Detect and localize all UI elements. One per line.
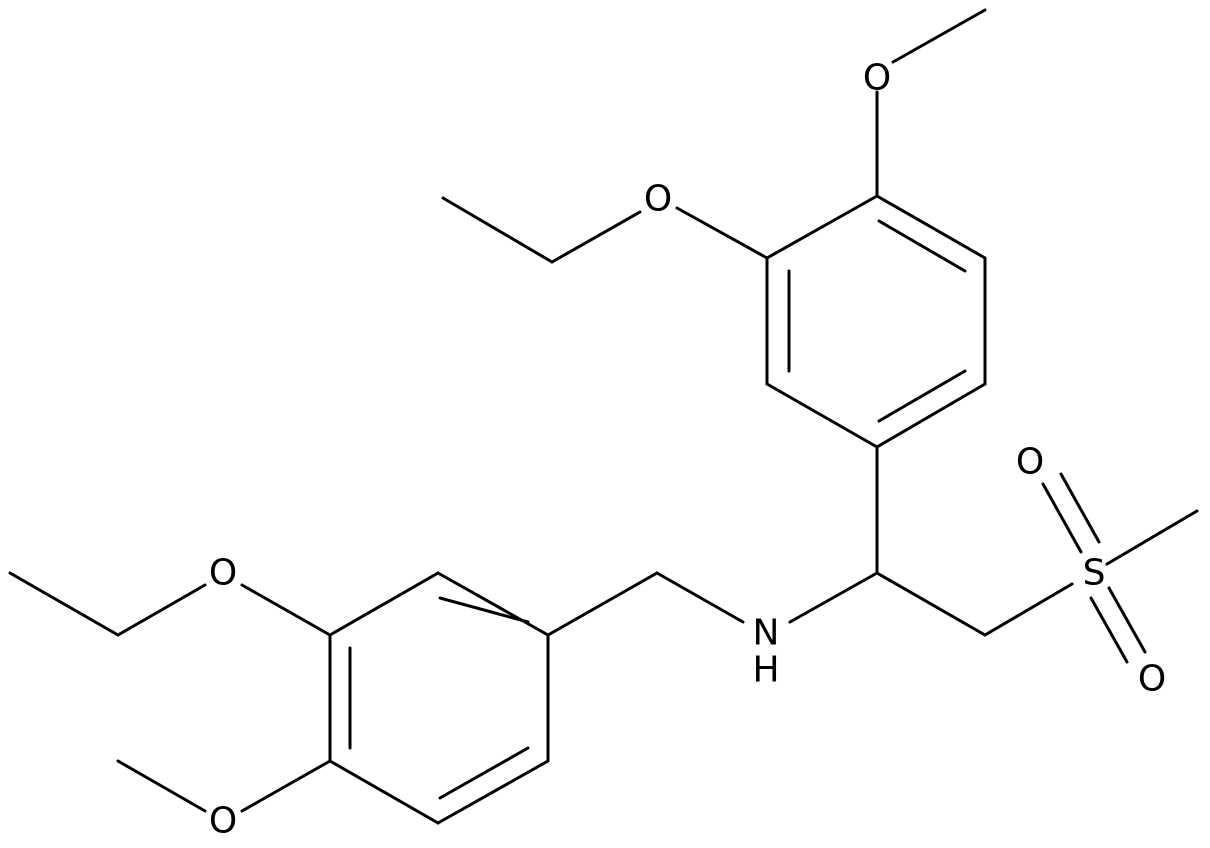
bond-ring-bottom-4 (328, 759, 440, 825)
bond-ethoxy-ch2-ch3-bottom (8, 571, 120, 637)
bond-s-o-lower-b (1107, 586, 1147, 654)
atom-n-amine: N (753, 613, 780, 654)
bond-ch2-s (983, 582, 1074, 637)
bond-ethoxy-o-ch2-top (550, 210, 642, 264)
bond-ring-top-3 (875, 382, 987, 449)
bond-ethoxy-o-ring-top (675, 206, 769, 260)
bond-ring-top-1 (875, 194, 987, 260)
bonds (8, 8, 1199, 825)
bond-ring-top-6 (765, 194, 879, 260)
bond-methoxy-ring-o-bottom (240, 759, 332, 813)
bond-s-ch3 (1105, 509, 1199, 566)
bond-ring-bottom-5-inner (438, 746, 530, 800)
atom-o-top-ethoxy: O (644, 179, 672, 220)
bond-ring-bottom-1 (436, 571, 550, 637)
atom-o-bottom-methoxy: O (209, 801, 237, 842)
bond-ch-n (788, 571, 879, 624)
bond-ethoxy-ch2-ch3-top (441, 196, 554, 264)
bond-ring-top-4 (765, 382, 879, 449)
atom-o-sulfonyl-upper: O (1016, 442, 1044, 483)
atom-o-top-methoxy: O (863, 58, 891, 99)
bond-ring-top-1-inner (877, 219, 967, 273)
atom-s-sulfonyl: S (1083, 553, 1106, 594)
atom-o-sulfonyl-lower: O (1138, 659, 1166, 700)
bond-ring-bottom-5 (436, 759, 550, 825)
atom-o-bottom-ethoxy: O (209, 553, 237, 594)
bond-s-o-upper-a (1041, 482, 1083, 554)
bond-s-o-upper-b (1059, 472, 1101, 544)
bond-s-o-lower-a (1089, 596, 1129, 664)
atom-h-amine: H (752, 650, 779, 691)
bond-ring-bottom-2 (328, 571, 440, 637)
bond-ch-ch2 (875, 571, 987, 637)
bond-ring-bottom-1-inner (438, 596, 530, 624)
bond-benzyl-ring (546, 571, 659, 637)
bond-ethoxy-o-ch2-bottom (116, 583, 207, 637)
bond-ethoxy-ring-o-bottom (240, 583, 332, 637)
bond-methoxy-ch3-top (891, 8, 987, 64)
atom-labels: O O O S O N H O O (209, 58, 1166, 842)
bond-methoxy-o-ch3-bottom (116, 759, 207, 813)
bond-n-ch2-benzyl (655, 571, 745, 624)
bond-ring-top-3-inner (877, 369, 967, 423)
